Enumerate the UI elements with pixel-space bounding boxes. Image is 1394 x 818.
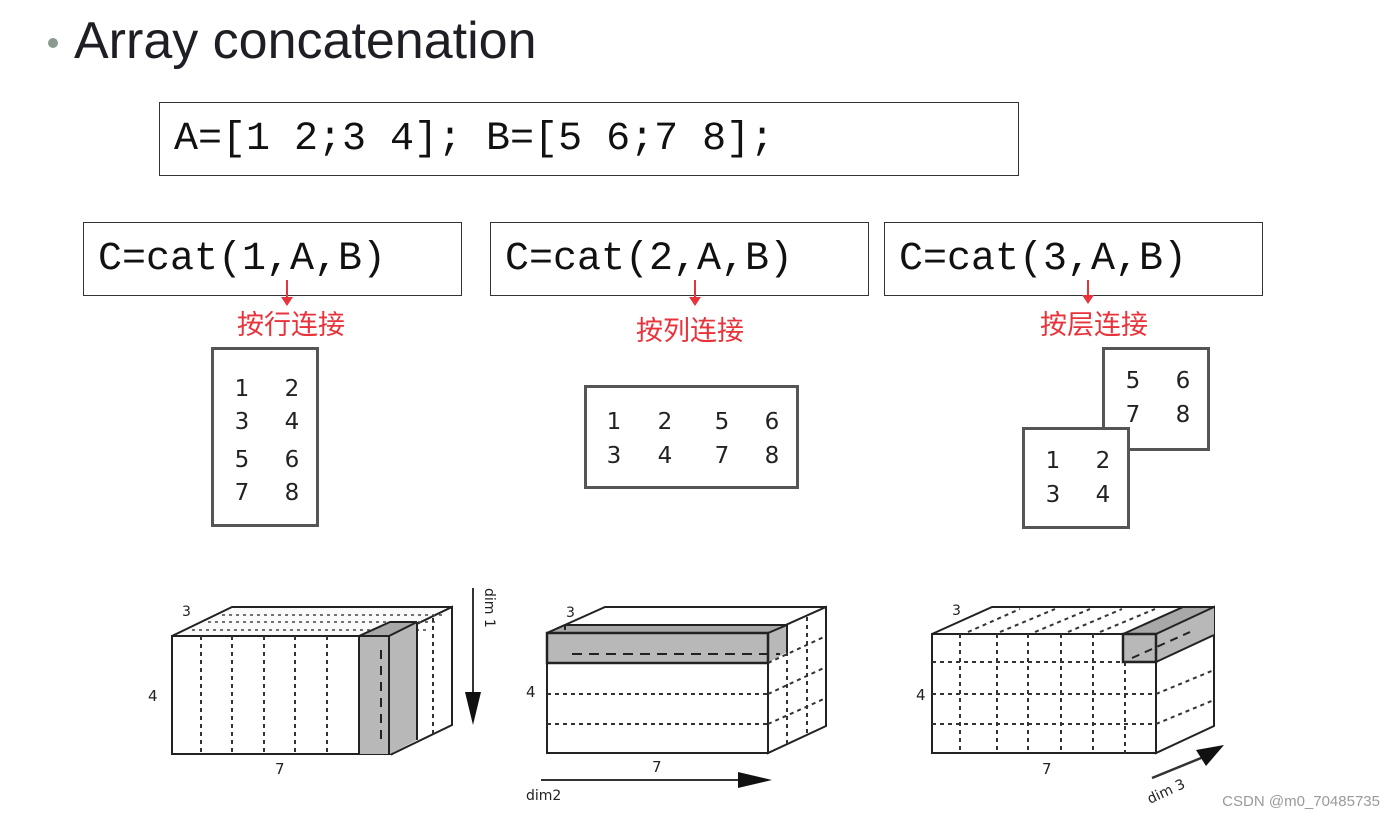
arrow-down-icon: [1082, 280, 1094, 304]
matrix-cell: 4: [284, 409, 300, 435]
cat-dim3-code-box: C=cat(3,A,B): [884, 222, 1263, 296]
result-matrix-dim2: 1 2 5 6 3 4 7 8: [584, 385, 799, 489]
matrix-cell: 5: [714, 409, 730, 435]
matrix-cell: 7: [234, 480, 250, 506]
row-concat-label: 按行连接: [237, 310, 345, 341]
matrix-cell: 1: [606, 409, 622, 435]
matrix-cell: 1: [1045, 448, 1061, 474]
cuboid-diagram-dim3: 3 4 7 dim 3: [916, 603, 1224, 808]
arrow-right-icon: [738, 772, 772, 788]
layer-concat-label: 按层连接: [1040, 310, 1148, 341]
cat-dim1-code-box: C=cat(1,A,B): [83, 222, 462, 296]
matrix-cell: 3: [234, 409, 250, 435]
slide-title: Array concatenation: [74, 12, 537, 70]
column-concat-label: 按列连接: [636, 316, 744, 347]
arrow-diagonal-icon: [1196, 745, 1224, 766]
width-label: 7: [652, 758, 662, 776]
matrix-cell: 4: [1095, 482, 1111, 508]
depth-label: 3: [182, 604, 191, 620]
matrix-cell: 3: [1045, 482, 1061, 508]
matrix-cell: 6: [764, 409, 780, 435]
arrow-down-icon: [281, 280, 293, 306]
bullet-icon: [48, 38, 58, 48]
height-label: 4: [916, 686, 926, 704]
result-matrix-dim1: 1 2 3 4 5 6 7 8: [211, 347, 319, 527]
matrix-cell: 8: [284, 480, 300, 506]
cuboid-diagram-dim2: 3 4 7 dim2: [526, 605, 827, 804]
axis-label: dim 3: [1145, 776, 1188, 807]
matrix-cell: 2: [284, 376, 300, 402]
matrix-cell: 8: [1175, 402, 1191, 428]
axis-label: dim 1: [481, 588, 497, 628]
matrix-cell: 2: [657, 409, 673, 435]
matrix-cell: 7: [714, 443, 730, 469]
matrix-cell: 8: [764, 443, 780, 469]
axis-label: dim2: [526, 788, 561, 804]
slide-title-row: Array concatenation: [48, 6, 537, 76]
arrow-down-icon: [689, 280, 701, 306]
matrix-cell: 4: [657, 443, 673, 469]
matrix-cell: 5: [1125, 368, 1141, 394]
watermark: CSDN @m0_70485735: [1222, 793, 1380, 810]
matrix-cell: 6: [1175, 368, 1191, 394]
definition-code-box: A=[1 2;3 4]; B=[5 6;7 8];: [159, 102, 1019, 176]
width-label: 7: [275, 760, 285, 778]
matrix-cell: 6: [284, 447, 300, 473]
height-label: 4: [526, 683, 536, 701]
height-label: 4: [148, 687, 158, 705]
arrow-down-icon: [465, 692, 481, 725]
matrix-cell: 1: [234, 376, 250, 402]
result-matrix-dim3-front: 1 2 3 4: [1022, 427, 1130, 529]
matrix-cell: 2: [1095, 448, 1111, 474]
matrix-cell: 7: [1125, 402, 1141, 428]
matrix-cell: 3: [606, 443, 622, 469]
cat-dim2-code-box: C=cat(2,A,B): [490, 222, 869, 296]
depth-label: 3: [566, 605, 575, 621]
width-label: 7: [1042, 760, 1052, 778]
matrix-cell: 5: [234, 447, 250, 473]
depth-label: 3: [952, 603, 961, 619]
cuboid-diagram-dim1: 3 4 7 dim 1: [148, 588, 497, 778]
